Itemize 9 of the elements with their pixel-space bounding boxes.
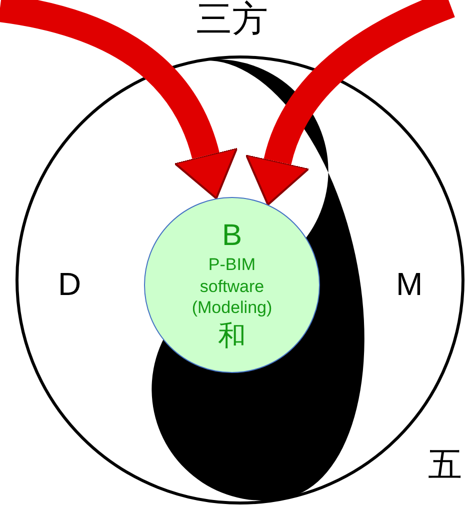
node-text: 和 — [218, 318, 246, 354]
node-heading: B — [222, 218, 242, 254]
corner-text: 五 — [428, 448, 462, 482]
region-label: M — [396, 268, 423, 300]
node-text: P-BIM software (Modeling) — [190, 254, 274, 318]
curved-arrow — [246, 0, 456, 206]
curved-arrow — [0, 0, 238, 199]
region-label: D — [58, 268, 82, 300]
heading-text: 三方 — [196, 2, 268, 38]
